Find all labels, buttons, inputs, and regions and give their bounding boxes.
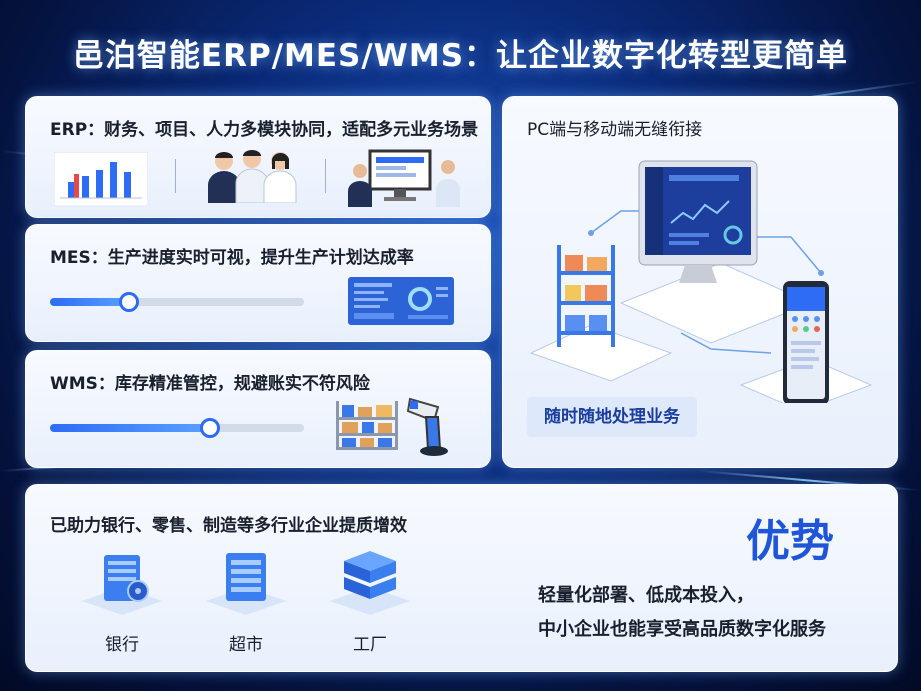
mes-card: MES：生产进度实时可视，提升生产计划达成率 xyxy=(25,224,491,342)
pc-mobile-heading: PC端与移动端无缝衔接 xyxy=(527,120,703,140)
industry-label-bank: 银行 xyxy=(105,635,139,655)
erp-bar-chart xyxy=(54,152,148,206)
wms-progress-fill xyxy=(50,424,210,432)
advantage-line-1: 轻量化部署、低成本投入， xyxy=(538,585,754,606)
mes-progress-slider[interactable] xyxy=(50,292,304,312)
devices-illustration xyxy=(529,160,873,403)
mes-heading: MES：生产进度实时可视，提升生产计划达成率 xyxy=(50,248,414,268)
advantage-line-2: 中小企业也能享受高品质数字化服务 xyxy=(538,619,826,640)
server-rack-icon xyxy=(206,553,286,615)
warehouse-shelf-icon xyxy=(336,401,398,450)
wms-progress-slider[interactable] xyxy=(50,418,304,438)
industry-label-supermarket: 超市 xyxy=(229,635,263,655)
anytime-cta-button[interactable]: 随时随地处理业务 xyxy=(527,397,697,437)
industries-heading: 已助力银行、零售、制造等多行业企业提质增效 xyxy=(50,516,407,536)
erp-card: ERP：财务、项目、人力多模块协同，适配多元业务场景 xyxy=(25,96,491,218)
chart-bar xyxy=(96,170,103,198)
chart-bar xyxy=(110,162,117,198)
barcode-scanner-icon xyxy=(406,397,448,456)
mes-progress-fill xyxy=(50,298,129,306)
industry-label-factory: 工厂 xyxy=(353,635,387,655)
industries-card: 已助力银行、零售、制造等多行业企业提质增效 银行 超市 工厂 优势 轻量化部署、… xyxy=(25,484,898,672)
mobile-phone-icon xyxy=(783,281,829,403)
storage-rack-icon xyxy=(557,245,615,347)
wms-card: WMS：库存精准管控，规避账实不符风险 xyxy=(25,350,491,468)
advantage-title: 优势 xyxy=(746,516,834,567)
chart-bar xyxy=(82,176,89,198)
dashboard-panel-icon xyxy=(348,277,454,325)
page-title: 邑泊智能ERP/MES/WMS：让企业数字化转型更简单 xyxy=(72,38,849,74)
desktop-monitor-icon xyxy=(638,160,758,283)
wms-progress-knob[interactable] xyxy=(200,418,220,438)
pc-mobile-card: PC端与移动端无缝衔接 xyxy=(502,96,898,468)
chart-bar xyxy=(68,182,75,198)
erp-heading: ERP：财务、项目、人力多模块协同，适配多元业务场景 xyxy=(50,120,479,140)
mes-progress-knob[interactable] xyxy=(119,292,139,312)
chart-bar xyxy=(124,172,131,198)
server-stack-icon xyxy=(330,551,410,615)
server-gear-icon xyxy=(82,555,162,615)
meeting-monitor-icon xyxy=(348,149,460,207)
wms-heading: WMS：库存精准管控，规避账实不符风险 xyxy=(50,374,370,394)
team-people-icon xyxy=(208,150,297,203)
